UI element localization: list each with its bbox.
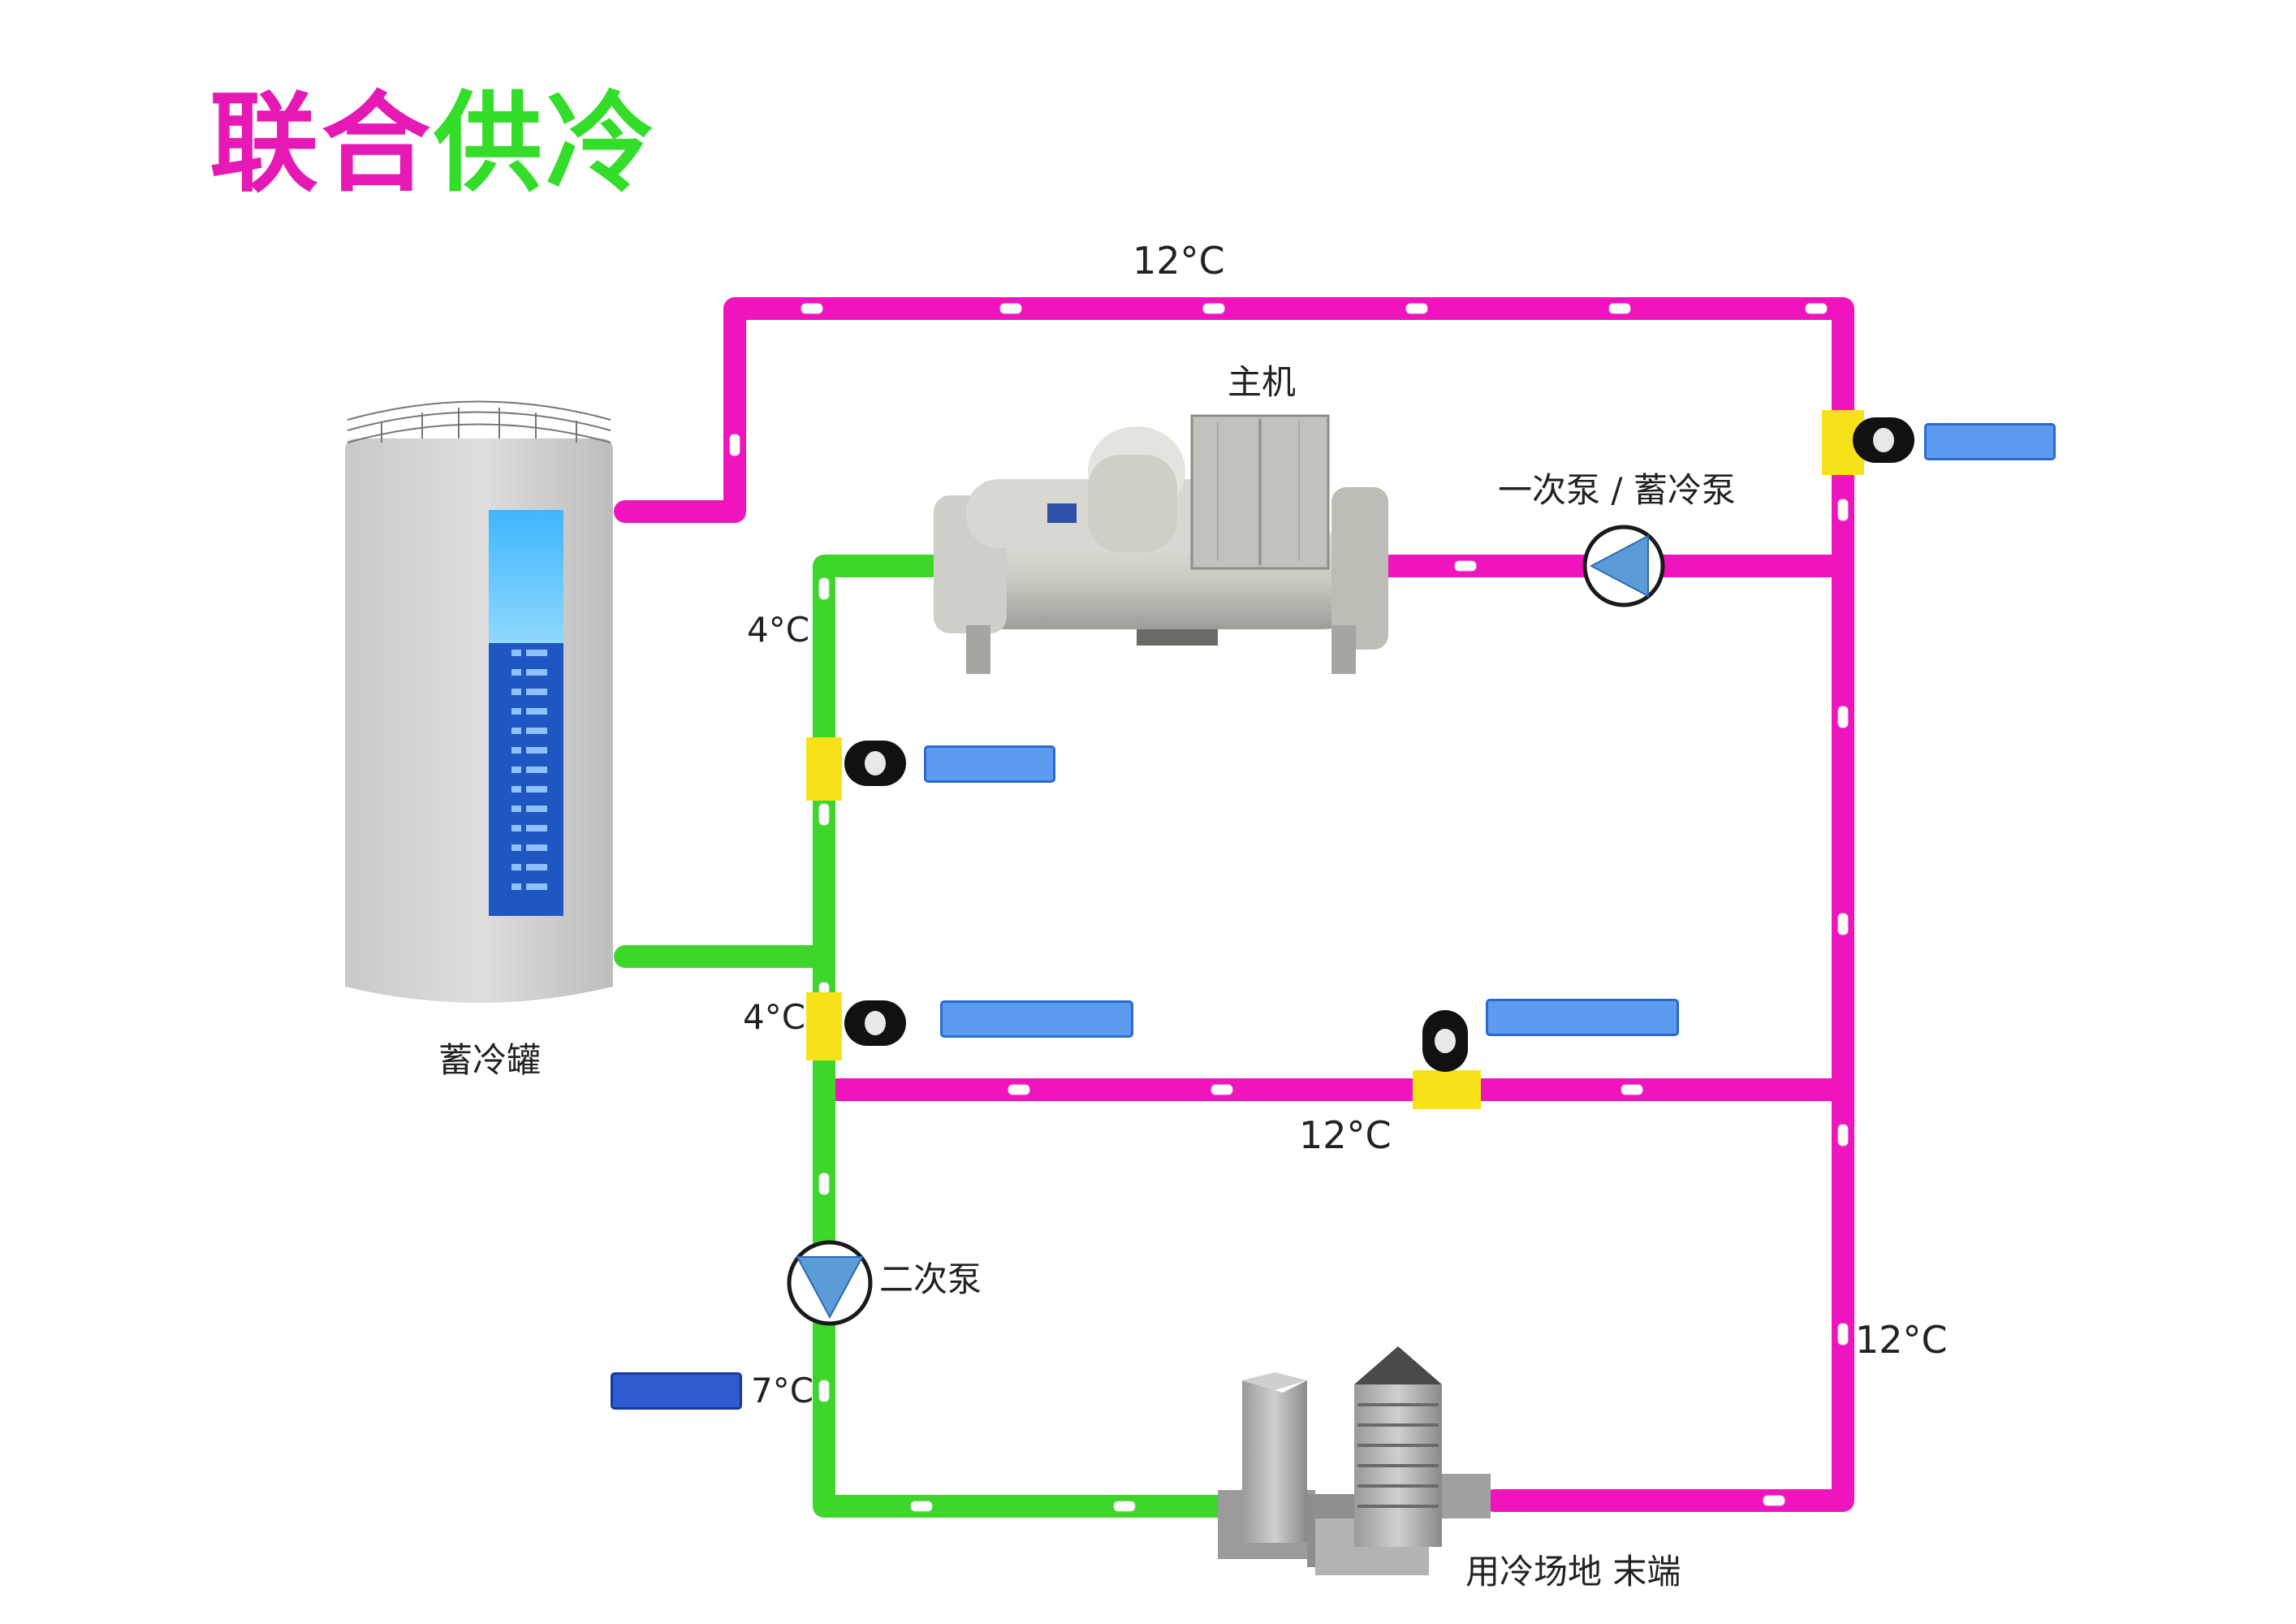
- gauge-mark: [511, 708, 521, 715]
- temp-label-mid: 12°C: [1299, 1113, 1392, 1157]
- gauge-mark-label: [526, 650, 547, 656]
- gauge-mark-label: [526, 728, 547, 734]
- temp-label-left-lower: 4°C: [743, 997, 806, 1037]
- valve-left-lower: [806, 992, 842, 1060]
- gauge-mark: [511, 728, 521, 734]
- sensor-tag-mid: [1486, 999, 1679, 1036]
- primary-pump-label: 一次泵 / 蓄冷泵: [1498, 470, 1736, 510]
- gauge-mark: [511, 767, 521, 773]
- gauge-mark-label: [526, 806, 547, 812]
- chiller-label: 主机: [1228, 362, 1297, 402]
- gauge-mark-label: [526, 767, 547, 773]
- gauge-mark: [511, 883, 521, 890]
- terminal-return-pipe: [1482, 1078, 1854, 1512]
- sensor-tag-supply: [611, 1372, 742, 1410]
- valve-mid: [1413, 1070, 1481, 1109]
- storage-tank: [345, 400, 613, 1003]
- gauge-mark-label: [526, 844, 547, 851]
- primary-pump: [1582, 525, 1665, 607]
- gauge-mark: [511, 650, 521, 656]
- temp-label-left-upper: 4°C: [747, 610, 810, 650]
- diagram-title: 联合供冷: [209, 89, 658, 198]
- gauge-mark-label: [526, 864, 547, 870]
- gauge-mark-label: [526, 747, 547, 754]
- sensor-right: [1853, 417, 1914, 463]
- terminal-label: 用冷场地 末端: [1465, 1552, 1681, 1592]
- terminal-buildings: [1218, 1346, 1491, 1575]
- gauge-mark-label: [526, 708, 547, 715]
- gauge-mark: [511, 786, 521, 793]
- sensor-tag-left-upper: [924, 745, 1055, 783]
- title-part2: 供冷: [434, 80, 658, 207]
- gauge-mark-label: [526, 669, 547, 676]
- flow-markers: [729, 303, 1849, 1512]
- gauge-mark: [511, 825, 521, 831]
- sensor-tag-left-lower: [940, 1000, 1133, 1038]
- sensor-left-upper: [844, 741, 906, 786]
- sensors: [844, 417, 1914, 1072]
- temp-label-right: 12°C: [1855, 1318, 1948, 1362]
- secondary-pump-label: 二次泵: [879, 1259, 982, 1299]
- sensor-tag-right: [1924, 423, 2056, 460]
- sensor-mid: [1422, 1010, 1468, 1072]
- gauge-mark-label: [526, 825, 547, 831]
- gauge-mark-label: [526, 883, 547, 890]
- gauge-mark: [511, 747, 521, 754]
- tank-label: 蓄冷罐: [438, 1040, 542, 1080]
- sensor-left-lower: [844, 1000, 906, 1046]
- chiller-unit: [934, 414, 1388, 674]
- gauge-mark: [511, 844, 521, 851]
- gauge-mark: [511, 669, 521, 676]
- cold-supply-pipes: [614, 555, 1254, 1518]
- valves: [806, 410, 1864, 1109]
- gauge-mark: [511, 806, 521, 812]
- secondary-pump: [787, 1240, 873, 1326]
- temp-label-supply: 7°C: [751, 1371, 814, 1410]
- temp-label-top: 12°C: [1133, 239, 1225, 283]
- valve-left-upper: [806, 737, 842, 801]
- title-part1: 联合: [209, 80, 434, 207]
- gauge-mark-label: [526, 689, 547, 695]
- gauge-mark-label: [526, 786, 547, 793]
- gauge-mark: [511, 689, 521, 695]
- gauge-mark: [511, 864, 521, 870]
